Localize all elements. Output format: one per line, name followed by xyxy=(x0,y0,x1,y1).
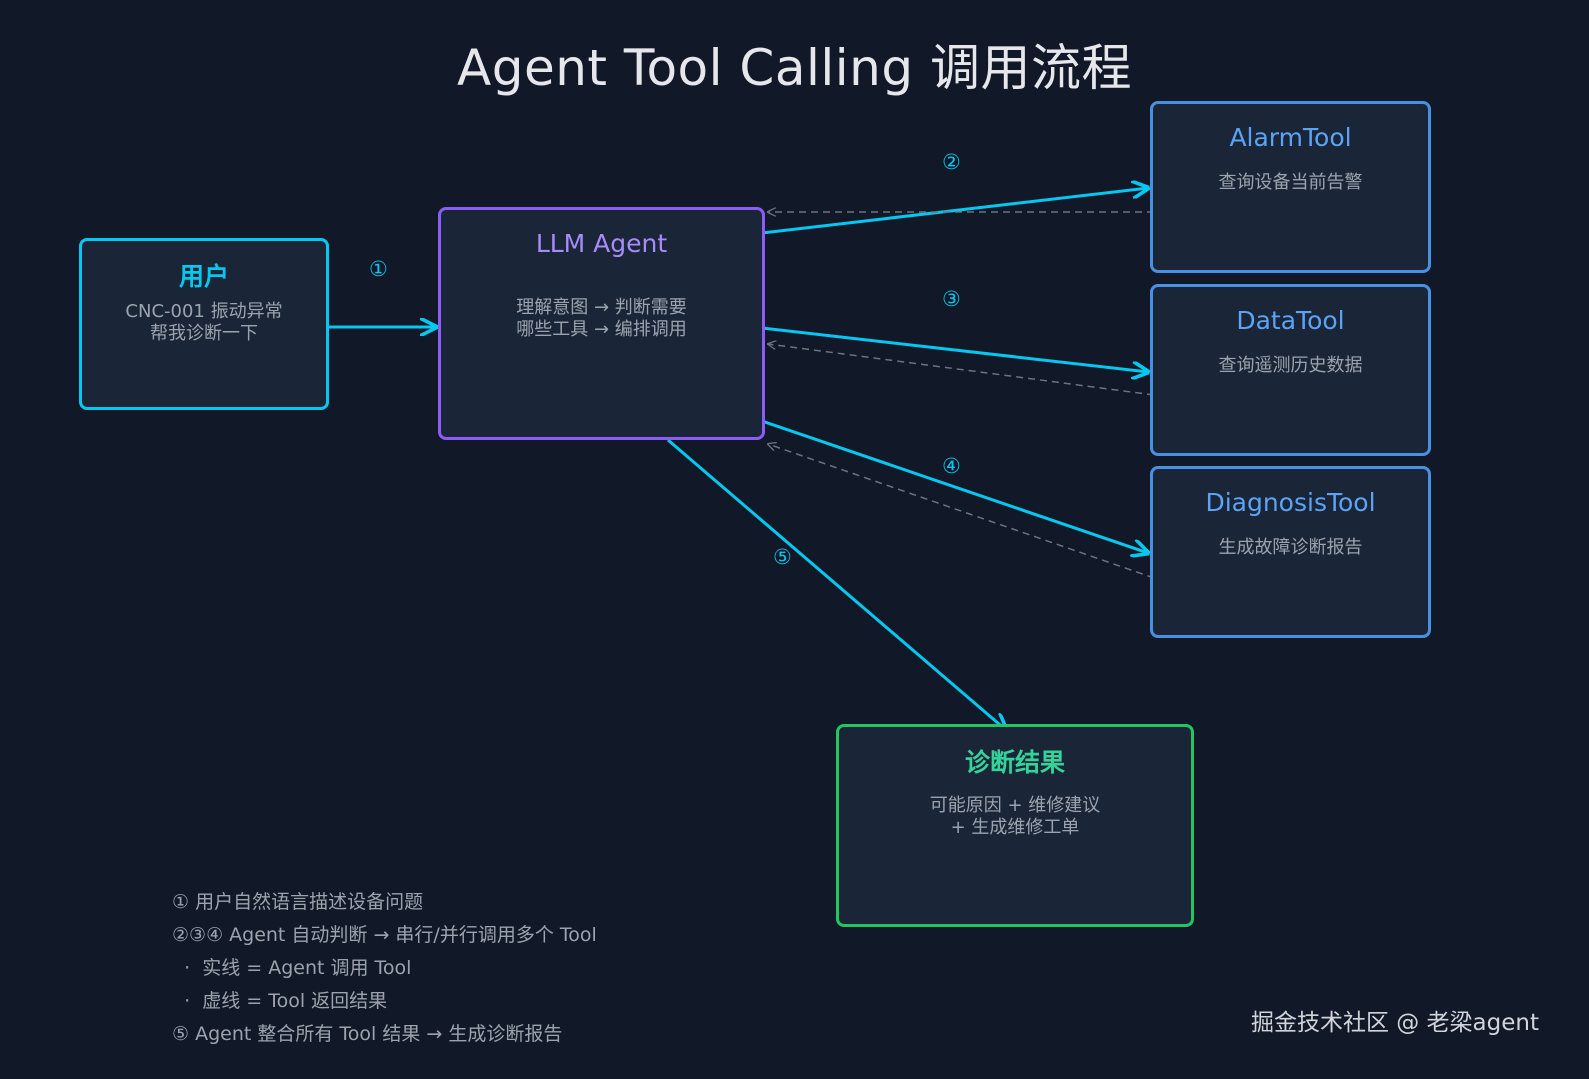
step-2-label: ② xyxy=(942,150,961,174)
edge-diag-return xyxy=(768,444,1155,579)
legend: ① 用户自然语言描述设备问题 ②③④ Agent 自动判断 → 串行/并行调用多… xyxy=(172,886,597,1051)
user-node: 用户 CNC-001 振动异常 帮我诊断一下 xyxy=(79,238,329,410)
legend-item: ②③④ Agent 自动判断 → 串行/并行调用多个 Tool xyxy=(172,924,597,946)
edge-agent-result xyxy=(667,438,1006,730)
edge-data-return xyxy=(768,344,1155,396)
llm-agent-node: LLM Agent 理解意图 → 判断需要 哪些工具 → 编排调用 xyxy=(438,207,765,440)
edge-agent-diag xyxy=(761,419,1148,553)
edge-agent-alarm xyxy=(761,188,1148,235)
alarm-tool-node: AlarmTool 查询设备当前告警 xyxy=(1150,101,1431,273)
data-tool-node-desc: 查询遥测历史数据 xyxy=(1218,355,1363,376)
data-tool-node: DataTool 查询遥测历史数据 xyxy=(1150,284,1431,456)
llm-agent-node-desc: 理解意图 → 判断需要 哪些工具 → 编排调用 xyxy=(516,297,687,340)
diagnosis-result-node-desc: 可能原因 + 维修建议 + 生成维修工单 xyxy=(929,795,1101,838)
diagnosis-result-node-title: 诊断结果 xyxy=(964,748,1065,777)
legend-item: ⑤ Agent 整合所有 Tool 结果 → 生成诊断报告 xyxy=(172,1023,563,1045)
legend-item: ① 用户自然语言描述设备问题 xyxy=(172,891,424,913)
user-node-title: 用户 xyxy=(178,262,229,291)
edge-agent-data xyxy=(761,326,1148,372)
step-1-label: ① xyxy=(369,257,388,281)
step-3-label: ③ xyxy=(942,287,961,311)
diagnosis-tool-node: DiagnosisTool 生成故障诊断报告 xyxy=(1150,466,1431,638)
alarm-tool-node-title: AlarmTool xyxy=(1229,123,1352,152)
step-5-label: ⑤ xyxy=(773,545,792,569)
alarm-tool-node-desc: 查询设备当前告警 xyxy=(1218,172,1363,193)
llm-agent-node-title: LLM Agent xyxy=(535,229,668,258)
diagram-title: Agent Tool Calling 调用流程 xyxy=(457,39,1132,97)
diagnosis-result-node: 诊断结果 可能原因 + 维修建议 + 生成维修工单 xyxy=(836,724,1194,927)
step-4-label: ④ xyxy=(942,454,961,478)
data-tool-node-title: DataTool xyxy=(1236,306,1345,335)
diagnosis-tool-node-title: DiagnosisTool xyxy=(1205,488,1376,517)
watermark: 掘金技术社区 @ 老梁agent xyxy=(1250,1010,1539,1036)
diagnosis-tool-node-desc: 生成故障诊断报告 xyxy=(1218,537,1363,558)
legend-item: · 虚线 = Tool 返回结果 xyxy=(172,990,388,1012)
user-node-desc: CNC-001 振动异常 帮我诊断一下 xyxy=(125,301,283,344)
legend-item: · 实线 = Agent 调用 Tool xyxy=(172,957,412,979)
